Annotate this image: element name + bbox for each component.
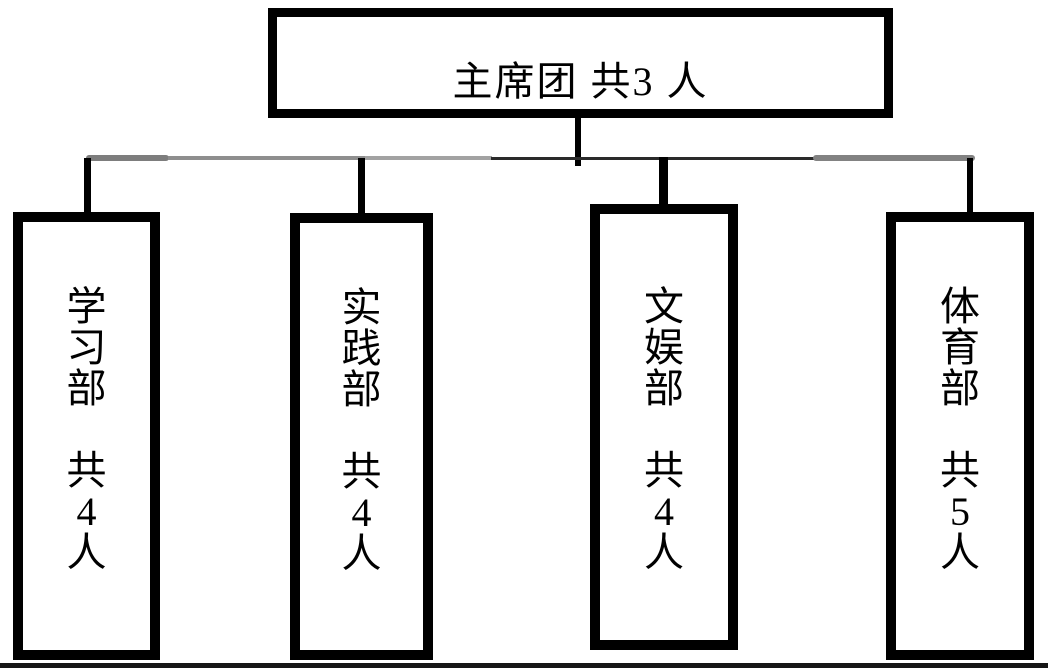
- dept-practice-label: 实 践 部 共 4 人: [341, 285, 382, 576]
- node-dept-sports: 体 育 部 共 5 人: [886, 212, 1034, 660]
- connector-root-vertical: [575, 117, 581, 166]
- connector-horizontal-segment-1: [86, 155, 169, 161]
- dept-study-label: 学 习 部 共 4 人: [66, 284, 107, 575]
- node-dept-practice: 实 践 部 共 4 人: [290, 213, 433, 660]
- dept-sports-label: 体 育 部 共 5 人: [940, 284, 980, 575]
- node-presidium: 主席团 共3 人: [268, 8, 893, 118]
- connector-horizontal-segment-5: [813, 155, 975, 161]
- connector-horizontal-segment-3: [365, 156, 492, 160]
- scan-edge-strip: [0, 663, 1048, 668]
- connector-dept-sports: [967, 158, 973, 215]
- dept-culture-label: 文 娱 部 共 4 人: [644, 284, 684, 575]
- node-dept-culture: 文 娱 部 共 4 人: [590, 204, 738, 650]
- connector-dept-study: [84, 158, 91, 215]
- connector-horizontal-segment-2: [168, 156, 366, 160]
- node-dept-study: 学 习 部 共 4 人: [13, 212, 160, 660]
- connector-dept-practice: [358, 158, 365, 216]
- presidium-label: 主席团 共3 人: [452, 59, 709, 104]
- connector-dept-culture: [659, 157, 668, 207]
- connector-horizontal-segment-4: [491, 157, 814, 160]
